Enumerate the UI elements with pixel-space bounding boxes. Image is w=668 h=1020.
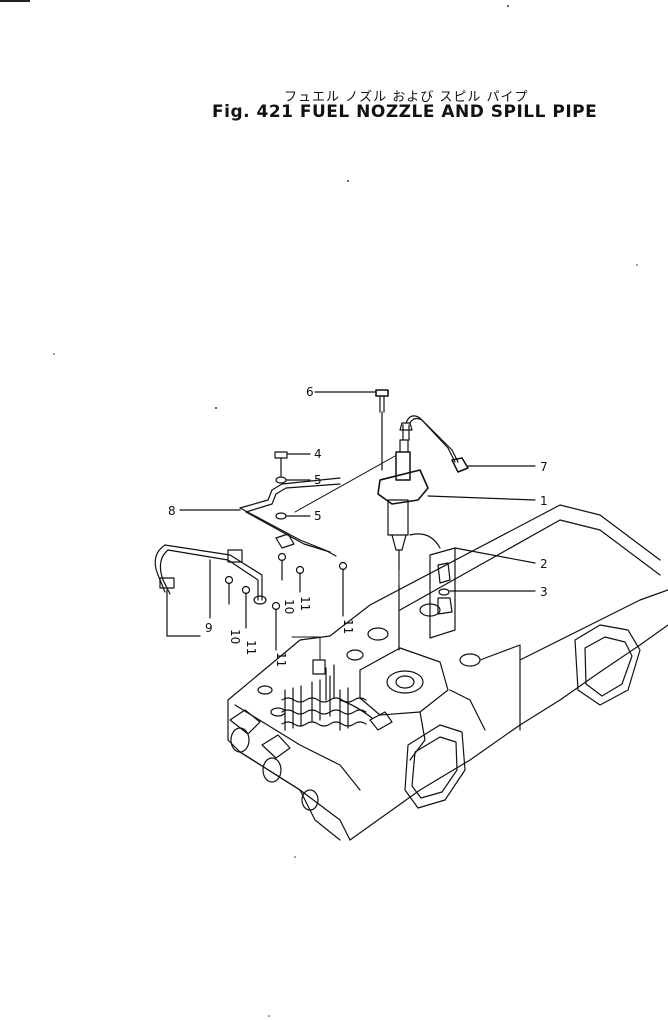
part-1-fuel-nozzle: [377, 439, 536, 651]
figure-title-japanese: フュエル ノズル および スピル パイプ: [284, 90, 529, 105]
corner-mark: [0, 0, 30, 2]
callout-11-lower: 11: [274, 652, 288, 667]
callout-7: 7: [540, 460, 548, 474]
callout-5-upper: 5: [314, 473, 322, 487]
part-7-spill-pipe: [399, 415, 536, 473]
part-9-spill-pipe: [154, 544, 267, 637]
callout-10-left: 10: [228, 629, 242, 644]
callout-5-lower: 5: [314, 509, 322, 523]
callout-6: 6: [306, 385, 314, 399]
cylinder-head-block: [227, 504, 668, 841]
part-8-spill-pipe-bracket: [179, 477, 341, 557]
callout-labels: 6 7 1 2 3 4 5 5 8 9 10 11 11 10 11 11: [168, 385, 548, 667]
parts-10-11-fittings: [224, 552, 348, 651]
leader-lines: [291, 455, 400, 661]
callout-4: 4: [314, 447, 322, 461]
callout-11-left: 11: [244, 640, 258, 655]
callout-1: 1: [540, 494, 548, 508]
part-6-bolt: [314, 389, 389, 471]
callout-9: 9: [205, 621, 213, 635]
callout-10-right: 10: [282, 599, 296, 614]
callout-3: 3: [540, 585, 548, 599]
callout-2: 2: [540, 557, 548, 571]
callout-11-right: 11: [298, 596, 312, 611]
parts-2-3-detail: [429, 547, 536, 639]
figure-title: Fig. 421 FUEL NOZZLE AND SPILL PIPE: [212, 102, 598, 122]
callout-11-far-right: 11: [341, 619, 355, 634]
scan-specks: [53, 5, 638, 1017]
parts-4-5-bolt-and-washers: [274, 451, 311, 520]
callout-8: 8: [168, 504, 176, 518]
